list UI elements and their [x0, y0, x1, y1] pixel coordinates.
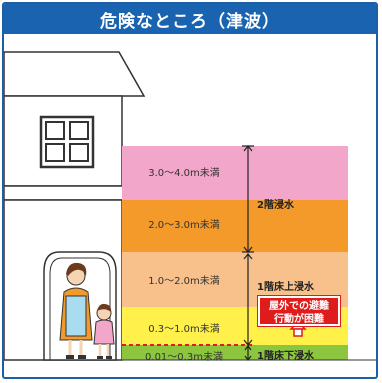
band-label-5: 0.01～0.3m未満 [145, 352, 223, 363]
water-band-1 [122, 146, 348, 200]
child-figure [93, 303, 115, 359]
band-label-4: 0.3～1.0m未満 [148, 324, 220, 335]
water-band-5 [122, 345, 348, 360]
warning-badge: 屋外での避難 行動が困難 [258, 296, 340, 326]
warning-line-1: 屋外での避難 [269, 301, 329, 312]
title-bar: 危険なところ（津波） [4, 4, 376, 34]
window-icon [39, 115, 95, 169]
hazard-panel: 危険なところ（津波） [2, 2, 378, 379]
label-first-floor-below: 1階床下浸水 [257, 351, 314, 362]
warning-line-2: 行動が困難 [274, 314, 324, 325]
band-label-2: 2.0～3.0m未満 [148, 220, 220, 231]
illustration [4, 51, 376, 361]
panel-title: 危険なところ（津波） [100, 11, 280, 32]
measure-2f [242, 145, 254, 253]
house-roof-lower [4, 185, 141, 201]
house-roof-upper [4, 51, 146, 97]
band-label-1: 3.0～4.0m未満 [148, 168, 220, 179]
label-second-floor: 2階浸水 [257, 200, 294, 211]
band-label-3: 1.0～2.0m未満 [148, 276, 220, 287]
woman-figure [59, 262, 93, 359]
water-band-2 [122, 200, 348, 252]
label-first-floor-above: 1階床上浸水 [257, 282, 314, 293]
